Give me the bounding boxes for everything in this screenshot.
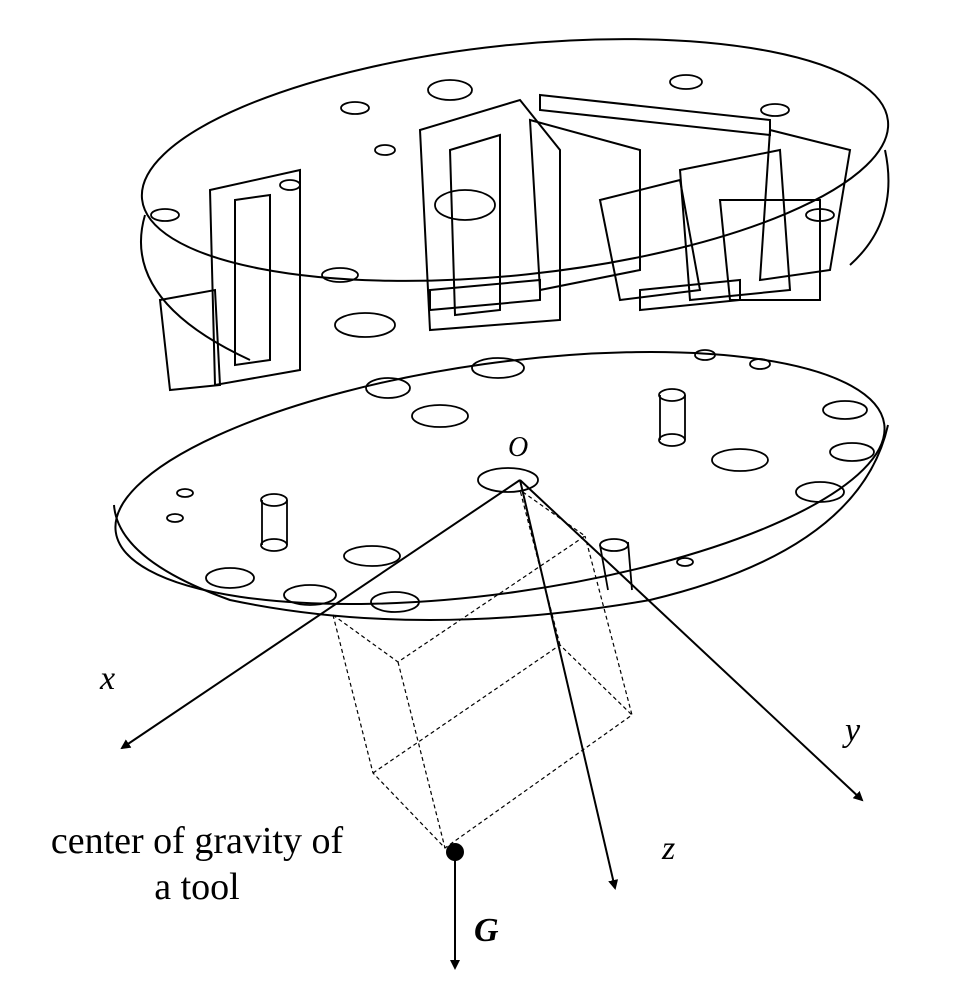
- y-axis: [519, 479, 864, 802]
- bottom-plate: [113, 350, 889, 621]
- top-plate-holes: [150, 74, 835, 338]
- top-plate: [140, 38, 890, 361]
- center-of-gravity-point: [446, 843, 464, 861]
- z-axis: [519, 479, 619, 890]
- y-axis-label: y: [845, 712, 861, 749]
- x-axis-label: x: [100, 660, 116, 697]
- center-of-gravity-caption: center of gravity of a tool: [12, 818, 382, 910]
- caption-line-2: a tool: [154, 866, 240, 908]
- x-axis: [120, 479, 521, 750]
- z-axis-label: z: [662, 830, 676, 867]
- caption-line-1: center of gravity of: [50, 820, 344, 862]
- bottom-plate-holes: [166, 349, 875, 613]
- parallel-mechanism-legs: [158, 93, 852, 392]
- origin-label: O: [508, 432, 529, 463]
- gravity-label: G: [474, 912, 499, 949]
